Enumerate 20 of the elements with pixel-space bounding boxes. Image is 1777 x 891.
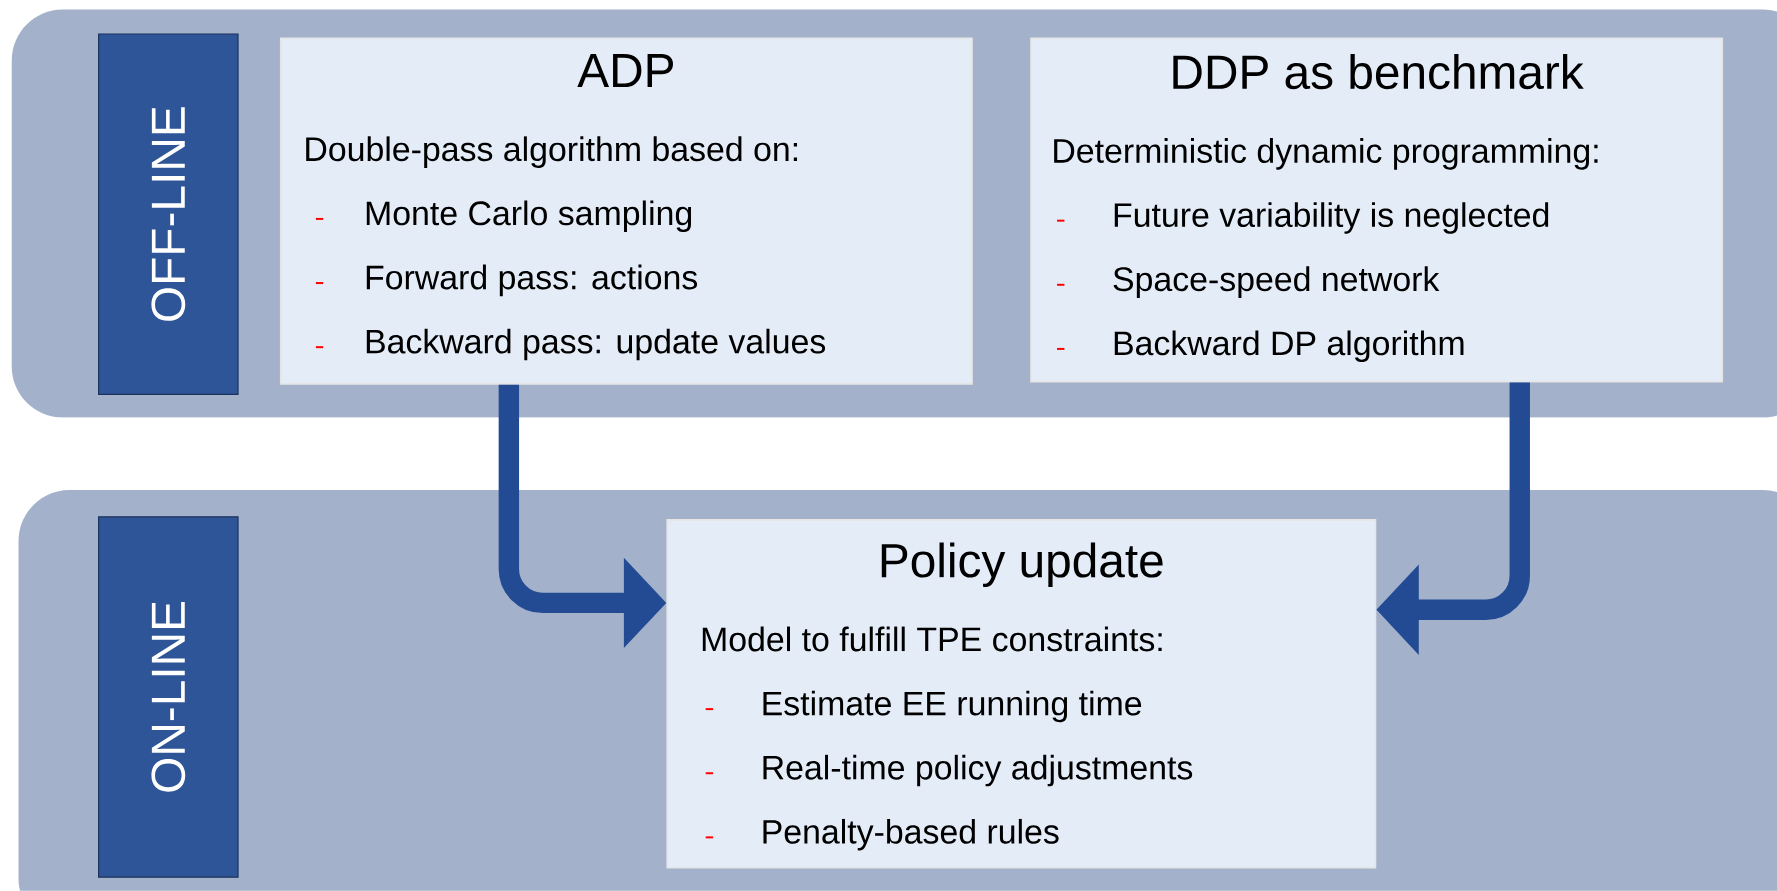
- box-title: DDP as benchmark: [1173, 54, 1584, 90]
- text-box: [1030, 37, 1724, 383]
- list-item: Estimate EE running time: [763, 690, 1142, 723]
- list-item: Space-speed network: [1113, 266, 1440, 298]
- box-title: Policy update: [881, 542, 1163, 588]
- list-item: Real-time policy adjustments: [763, 754, 1193, 787]
- text-box: [279, 37, 973, 385]
- box-title: ADP: [577, 54, 673, 88]
- list-item: Backward DP algorithm: [1114, 330, 1464, 363]
- box-intro: Model to fulfill TPE constraints:: [702, 626, 1162, 652]
- box-intro: Deterministic dynamic programming:: [1054, 138, 1598, 170]
- side-label-box: OFF-LINE: [98, 33, 239, 396]
- list-item: Forward pass: actions: [366, 264, 698, 297]
- list-item: Penalty-based rules: [763, 819, 1059, 851]
- side-label-box: ON-LINE: [98, 516, 239, 878]
- list-item: Monte Carlo sampling: [366, 200, 692, 233]
- list-item: Future variability is neglected: [1114, 202, 1549, 234]
- text-box: [666, 519, 1377, 869]
- box-intro: Double-pass algorithm based on:: [306, 136, 798, 168]
- list-item: Backward pass: update values: [366, 328, 826, 361]
